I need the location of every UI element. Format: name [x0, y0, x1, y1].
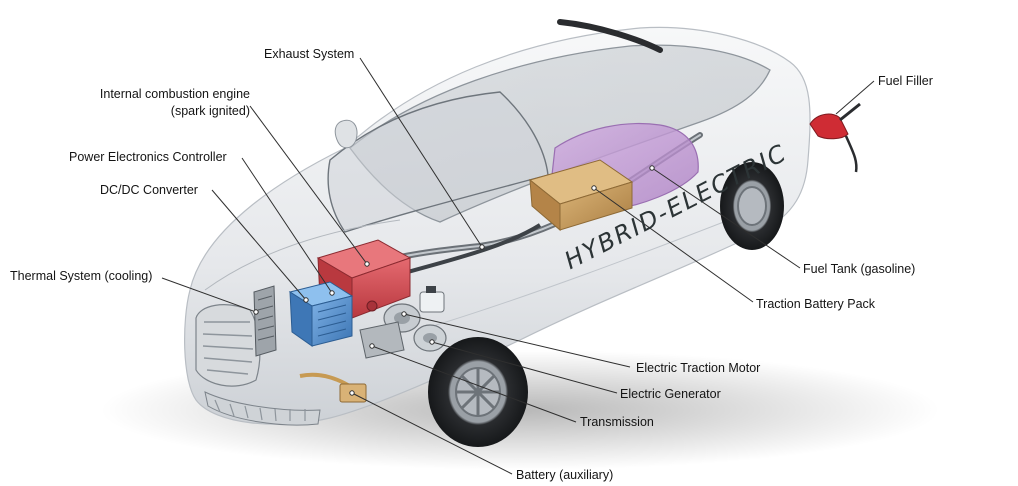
label-dcdc-converter: DC/DC Converter [100, 183, 198, 197]
rear-wheel [720, 162, 784, 250]
side-mirror [334, 119, 358, 149]
label-fuel-filler: Fuel Filler [878, 74, 933, 88]
label-thermal-system: Thermal System (cooling) [10, 269, 153, 283]
leader-power-electronics [241, 157, 333, 294]
leader-lines [161, 57, 875, 475]
label-combustion-engine-line2: (spark ignited) [170, 104, 250, 118]
electric-generator [413, 324, 447, 352]
leader-fuel-filler [835, 80, 875, 115]
front-grille [195, 304, 261, 387]
front-wheel [428, 337, 528, 447]
label-combustion-engine: Internal combustion engine (spark ignite… [94, 86, 250, 120]
leader-traction-motor [403, 313, 631, 368]
hood-line [204, 219, 401, 291]
leader-aux-battery [351, 392, 513, 475]
leader-dcdc [211, 189, 307, 301]
radiator [253, 285, 277, 357]
label-exhaust-system: Exhaust System [264, 47, 355, 61]
leader-endpoints [253, 165, 655, 396]
roof-stripe [557, 19, 663, 53]
leader-thermal [161, 277, 257, 313]
power-electronics-unit [288, 281, 354, 347]
fuel-nozzle [809, 102, 861, 173]
label-generator: Electric Generator [620, 387, 721, 401]
leader-engine [249, 105, 368, 265]
leader-exhaust [359, 57, 483, 248]
transmission-housing [359, 321, 405, 359]
label-traction-motor: Electric Traction Motor [636, 361, 761, 375]
label-traction-battery: Traction Battery Pack [756, 297, 876, 311]
label-combustion-engine-line1: Internal combustion engine [99, 87, 250, 101]
coolant-reservoir [419, 286, 445, 313]
label-aux-battery: Battery (auxiliary) [516, 468, 614, 482]
lower-intake [204, 391, 321, 426]
label-power-electronics: Power Electronics Controller [69, 150, 227, 164]
leader-transmission [371, 345, 577, 423]
leader-traction-battery [593, 187, 754, 303]
label-fuel-tank: Fuel Tank (gasoline) [803, 262, 916, 276]
label-transmission: Transmission [580, 415, 654, 429]
leader-fuel-tank [651, 167, 801, 269]
traction-battery-pack [528, 159, 634, 232]
leader-generator [431, 341, 618, 394]
